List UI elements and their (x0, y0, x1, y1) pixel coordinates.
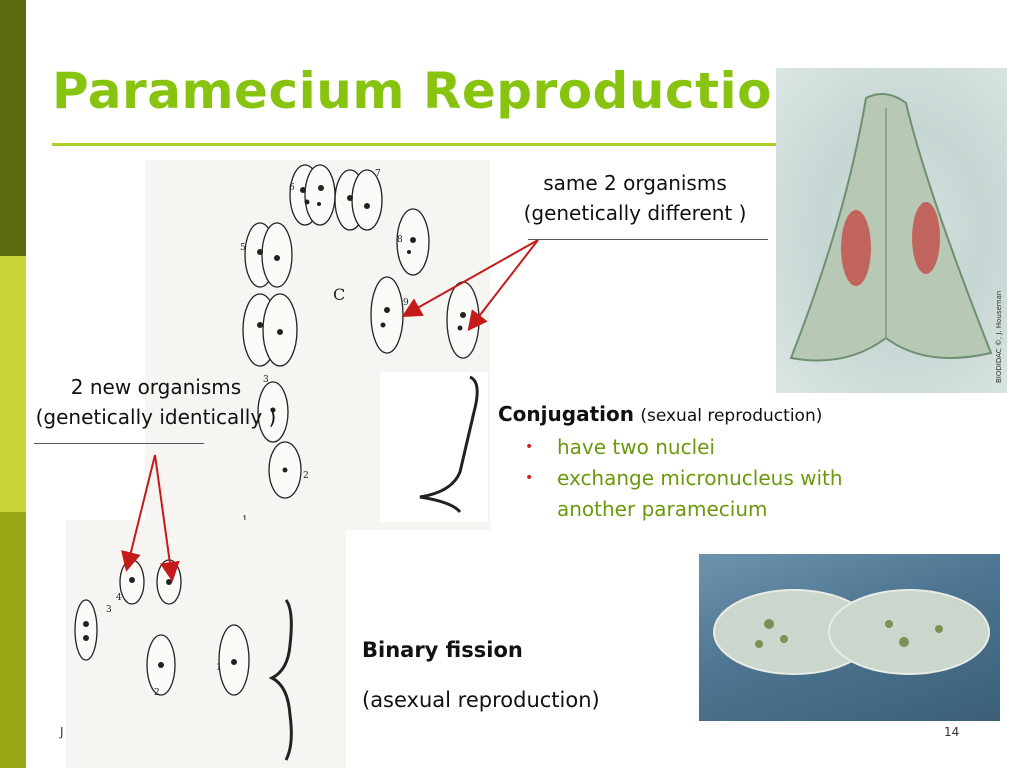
brace-drawing (419, 375, 479, 514)
stage-number: 1 (216, 663, 222, 673)
annotation-line: 2 new organisms (70, 375, 242, 399)
binary-fission-photo-drawing (713, 589, 990, 675)
bullet-item: • exchange micronucleus with another par… (520, 463, 910, 525)
bullet-item: • have two nuclei (520, 432, 910, 463)
stage-c-label: C (333, 285, 345, 304)
stage-number: 3 (106, 605, 112, 615)
stage-number: 2 (303, 471, 309, 481)
conjugation-diagram-drawing: C 7 6 5 8 9 1 2 3 (240, 164, 480, 525)
binary-fission-subtitle: (asexual reproduction) (362, 688, 600, 712)
conjugation-brace (380, 372, 488, 522)
arrow-to-daughter-cell (121, 454, 156, 572)
stage-number: 8 (397, 235, 403, 245)
accent-bar-top (0, 0, 26, 256)
binary-fission-heading: Binary fission (362, 638, 523, 662)
bullet-dot-icon: • (525, 470, 534, 486)
annotation-line: (genetically identically ) (35, 405, 277, 429)
stage-number: 6 (289, 183, 295, 193)
page-number: 14 (944, 725, 960, 739)
binary-fission-photo (699, 554, 1000, 721)
binary-fission-diagram: 4 3 2 1 (66, 520, 346, 768)
stage-number: 3 (263, 375, 269, 385)
accent-bar-bottom (0, 512, 26, 768)
conjugation-heading: Conjugation (sexual reproduction) (498, 402, 822, 426)
conjugation-bullet-list: • have two nuclei • exchange micronucleu… (520, 432, 910, 525)
footer-text: J (60, 725, 64, 739)
arrow-to-conjugation-pair (467, 239, 539, 332)
annotation-underline (528, 239, 768, 240)
arrow-to-conjugation-pair (401, 239, 539, 317)
annotation-new-organisms: 2 new organisms (genetically identically… (6, 372, 306, 432)
stage-number: 4 (116, 593, 122, 603)
stage-number: 5 (240, 243, 246, 253)
stage-number: 2 (154, 688, 160, 698)
conjugation-diagram: C 7 6 5 8 9 1 2 3 (145, 160, 490, 530)
conjugation-label: Conjugation (498, 402, 634, 426)
accent-bar-middle (0, 256, 26, 512)
conjugation-subtitle: (sexual reproduction) (640, 406, 823, 426)
annotation-line: same 2 organisms (543, 171, 727, 195)
annotation-underline (34, 443, 204, 444)
arrow-to-daughter-cell (154, 454, 180, 582)
annotation-line: (genetically different ) (523, 201, 747, 225)
bullet-text: exchange micronucleus with another param… (557, 466, 843, 521)
stage-number: 7 (375, 169, 381, 179)
conjugation-photo: BIODIDAC ©, J. Houseman (776, 68, 1007, 393)
annotation-same-organisms: same 2 organisms (genetically different … (495, 168, 775, 228)
title-divider (52, 143, 787, 146)
conjugation-photo-drawing: BIODIDAC ©, J. Houseman (789, 93, 1003, 383)
slide-title: Paramecium Reproduction (52, 62, 809, 120)
photo-watermark: BIODIDAC ©, J. Houseman (995, 291, 1003, 383)
bullet-text: have two nuclei (557, 435, 715, 459)
bullet-dot-icon: • (525, 439, 534, 455)
